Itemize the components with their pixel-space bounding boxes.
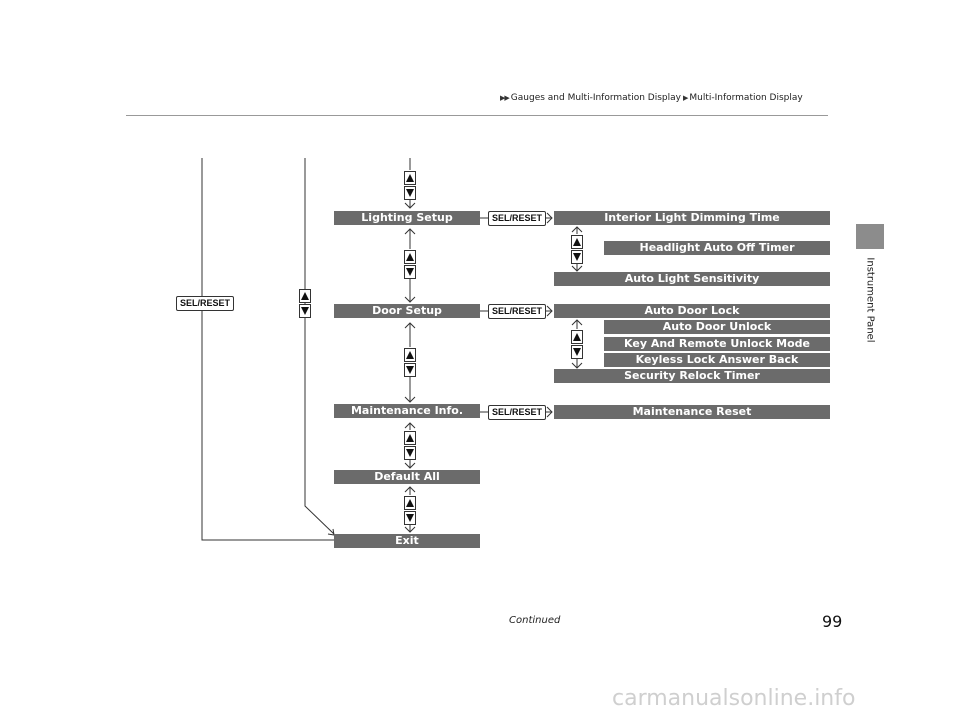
- submenu-item-auto-light-sensitivity[interactable]: Auto Light Sensitivity: [554, 272, 830, 286]
- down-arrow-button[interactable]: [404, 363, 416, 377]
- breadcrumb-item-gauges[interactable]: Gauges and Multi-Information Display: [510, 93, 681, 103]
- down-arrow-button[interactable]: [404, 265, 416, 279]
- submenu-item-security-relock-timer[interactable]: Security Relock Timer: [554, 369, 830, 383]
- menu-item-lighting-setup[interactable]: Lighting Setup: [334, 211, 480, 225]
- submenu-item-auto-door-unlock[interactable]: Auto Door Unlock: [604, 320, 830, 334]
- chevron-right-icon: ▶: [682, 94, 688, 102]
- down-arrow-button[interactable]: [571, 345, 583, 359]
- down-arrow-button[interactable]: [404, 446, 416, 460]
- menu-item-default-all[interactable]: Default All: [334, 470, 480, 484]
- submenu-item-auto-door-lock[interactable]: Auto Door Lock: [554, 304, 830, 318]
- down-arrow-button[interactable]: [404, 186, 416, 200]
- breadcrumb-item-mid[interactable]: Multi-Information Display: [689, 93, 803, 103]
- submenu-item-key-and-remote-unlock-mode[interactable]: Key And Remote Unlock Mode: [604, 337, 830, 351]
- sel-reset-button[interactable]: SEL/RESET: [488, 211, 547, 226]
- menu-item-maintenance-info[interactable]: Maintenance Info.: [334, 404, 480, 418]
- sel-reset-button[interactable]: SEL/RESET: [488, 405, 547, 420]
- sel-reset-button[interactable]: SEL/RESET: [176, 296, 235, 311]
- up-arrow-button[interactable]: [404, 496, 416, 510]
- up-arrow-button[interactable]: [571, 235, 583, 249]
- down-arrow-button[interactable]: [299, 304, 311, 318]
- down-arrow-button[interactable]: [571, 250, 583, 264]
- page-number: 99: [822, 612, 843, 631]
- up-arrow-button[interactable]: [404, 348, 416, 362]
- submenu-item-interior-light-dimming-time[interactable]: Interior Light Dimming Time: [554, 211, 830, 225]
- menu-item-door-setup[interactable]: Door Setup: [334, 304, 480, 318]
- header-divider: [126, 115, 828, 116]
- up-arrow-button[interactable]: [404, 431, 416, 445]
- breadcrumb: ▶▶Gauges and Multi-Information Display▶M…: [498, 93, 803, 103]
- up-arrow-button[interactable]: [404, 250, 416, 264]
- up-arrow-button[interactable]: [299, 289, 311, 303]
- submenu-item-keyless-lock-answer-back[interactable]: Keyless Lock Answer Back: [604, 353, 830, 367]
- chevron-right-icon: ▶▶: [500, 94, 510, 102]
- up-arrow-button[interactable]: [571, 330, 583, 344]
- watermark: carmanualsonline.info: [612, 686, 856, 711]
- section-tab-marker: [856, 224, 884, 249]
- sel-reset-button[interactable]: SEL/RESET: [488, 304, 547, 319]
- menu-item-exit[interactable]: Exit: [334, 534, 480, 548]
- up-arrow-button[interactable]: [404, 171, 416, 185]
- submenu-item-headlight-auto-off-timer[interactable]: Headlight Auto Off Timer: [604, 241, 830, 255]
- continued-note: Continued: [509, 615, 561, 626]
- submenu-item-maintenance-reset[interactable]: Maintenance Reset: [554, 405, 830, 419]
- down-arrow-button[interactable]: [404, 511, 416, 525]
